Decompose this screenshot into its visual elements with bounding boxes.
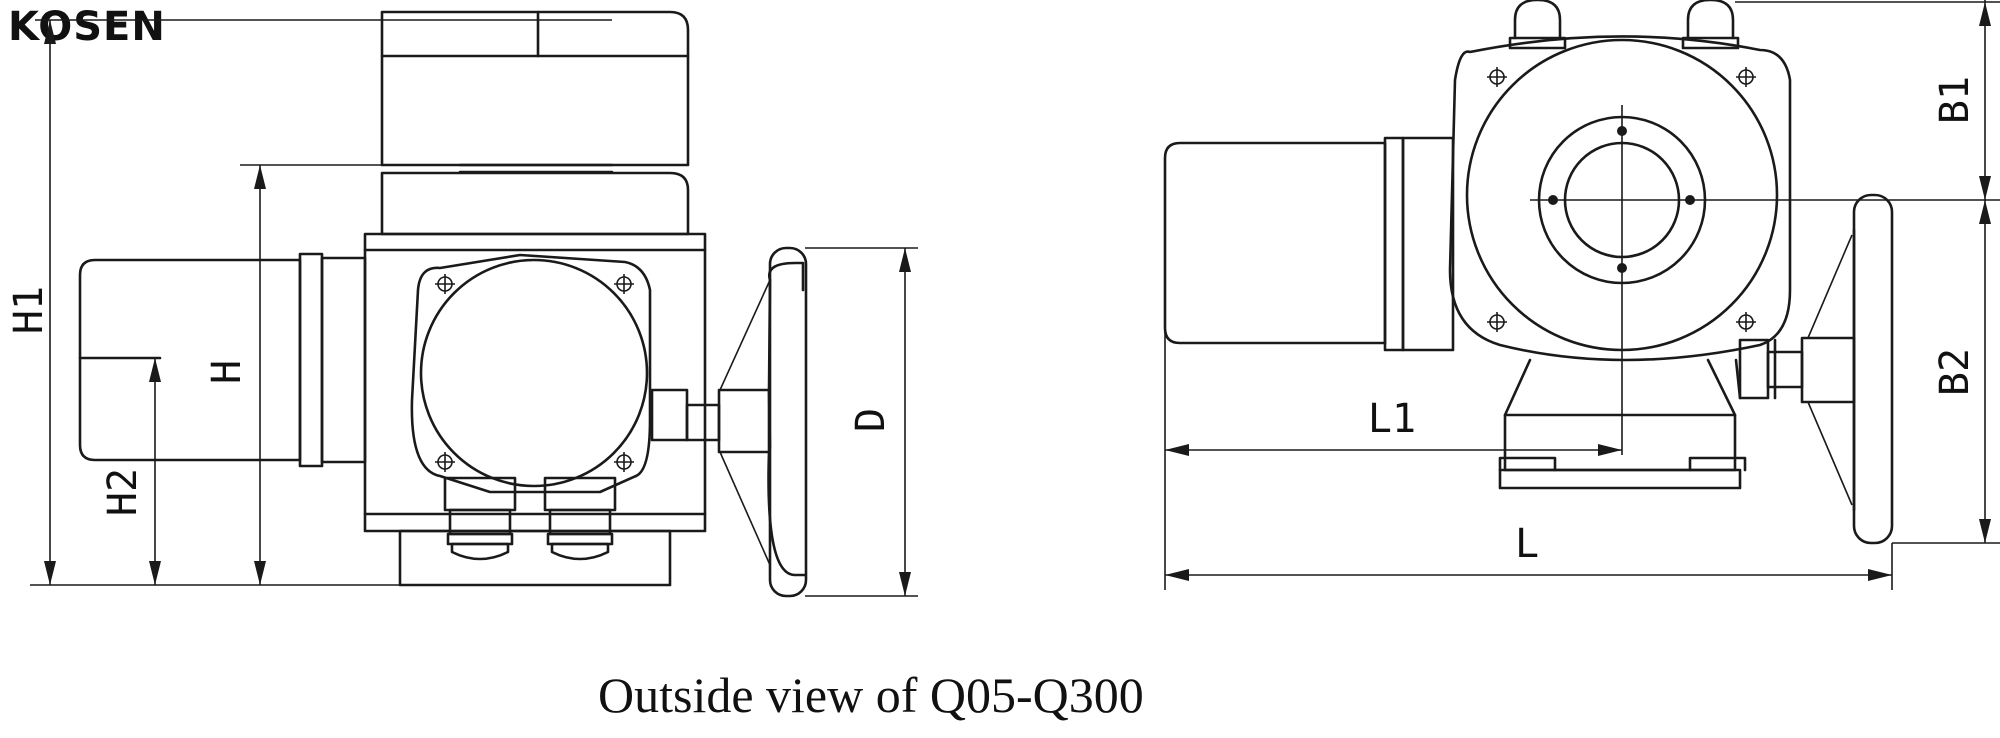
front-view bbox=[1163, 0, 1894, 545]
figure-caption: Outside view of Q05-Q300 bbox=[598, 667, 1144, 723]
side-view-dimensions: H1 H H2 D bbox=[6, 19, 918, 597]
dim-label-d: D bbox=[848, 408, 894, 432]
dim-label-b2: B2 bbox=[1932, 348, 1978, 396]
dim-label-b1: B1 bbox=[1932, 76, 1978, 124]
side-view bbox=[30, 10, 808, 598]
brand-logo: KOSEN bbox=[8, 4, 166, 50]
front-view-dimensions: B1 B2 L1 L bbox=[1164, 0, 2000, 590]
dim-label-l1: L1 bbox=[1368, 396, 1416, 442]
dim-label-l: L bbox=[1515, 521, 1539, 567]
dim-label-h: H bbox=[204, 360, 250, 384]
dim-label-h2: H2 bbox=[100, 468, 146, 516]
dim-label-h1: H1 bbox=[6, 286, 52, 334]
